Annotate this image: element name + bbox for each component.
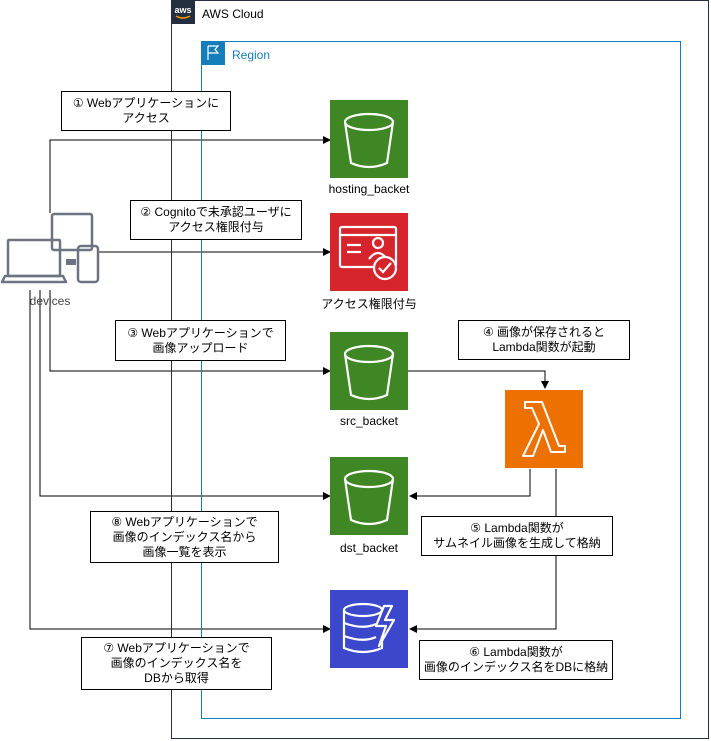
note-step-1: ① Webアプリケーションに アクセス	[61, 91, 231, 131]
note-step-8-line-2: 画像のインデックス名から	[112, 529, 257, 544]
hosting-bucket-label: hosting_backet	[328, 182, 410, 196]
dst-bucket-label: dst_backet	[339, 541, 399, 555]
lambda-icon	[505, 390, 583, 468]
note-step-4: ④ 画像が保存されると Lambda関数が起動	[458, 320, 630, 360]
edge-devices-dynamodb	[29, 290, 331, 633]
note-step-2-line-2: アクセス権限付与	[168, 220, 264, 234]
note-step-7-line-2: 画像のインデックス名を	[110, 656, 243, 670]
note-step-4-line-2: Lambda関数が起動	[492, 340, 596, 354]
aws-badge-text: aws	[174, 5, 191, 15]
edge-devices-src	[49, 290, 331, 375]
note-step-8-line-3: 画像一覧を表示	[142, 544, 227, 559]
edge-devices-hosting	[49, 136, 331, 213]
dynamodb-icon	[330, 590, 408, 668]
cognito-label: アクセス権限付与	[321, 297, 417, 311]
note-step-5-line-2: サムネイル画像を生成して格納	[433, 536, 601, 550]
devices-label: devices	[29, 294, 71, 308]
note-step-7: ⑦ Webアプリケーションで 画像のインデックス名を DBから取得	[81, 637, 272, 690]
note-step-1-line-1: ① Webアプリケーションに	[72, 96, 220, 110]
dst-bucket-icon	[330, 457, 408, 535]
note-step-8: ⑧ Webアプリケーションで 画像のインデックス名から 画像一覧を表示	[90, 511, 279, 563]
note-step-6-line-2: 画像のインデックス名をDBに格納	[423, 660, 609, 674]
region-flag-icon	[201, 41, 225, 65]
note-step-3-line-1: ③ Webアプリケーションで	[127, 325, 274, 340]
note-step-7-line-3: DBから取得	[144, 671, 209, 685]
note-step-5-line-1: ⑤ Lambda関数が	[470, 521, 564, 535]
note-step-5: ⑤ Lambda関数が サムネイル画像を生成して格納	[421, 516, 613, 556]
note-step-8-line-1: ⑧ Webアプリケーションで	[111, 514, 258, 529]
src-bucket-label: src_backet	[339, 414, 399, 428]
note-step-3-line-2: 画像アップロード	[152, 340, 249, 355]
edge-lambda-dst	[409, 469, 531, 500]
devices-icon	[0, 212, 102, 292]
src-bucket-icon	[330, 332, 408, 410]
note-step-6-line-1: ⑥ Lambda関数が	[469, 645, 563, 659]
edge-devices-dst	[39, 290, 331, 500]
aws-logo-icon: aws	[171, 0, 195, 24]
region-title: Region	[232, 48, 271, 62]
region-group	[201, 41, 681, 719]
cognito-icon	[330, 213, 408, 291]
note-step-4-line-1: ④ 画像が保存されると	[482, 325, 606, 339]
note-step-7-line-1: ⑦ Webアプリケーションで	[103, 641, 250, 655]
note-step-6: ⑥ Lambda関数が 画像のインデックス名をDBに格納	[419, 640, 613, 680]
note-step-1-line-2: アクセス	[122, 111, 170, 125]
note-step-2-line-1: ② Cognitoで未承認ユーザに	[140, 205, 292, 219]
note-step-3: ③ Webアプリケーションで 画像アップロード	[115, 320, 286, 361]
aws-cloud-title: AWS Cloud	[202, 7, 264, 21]
note-step-2: ② Cognitoで未承認ユーザに アクセス権限付与	[130, 200, 302, 240]
edge-src-lambda	[408, 370, 549, 389]
hosting-bucket-icon	[330, 100, 408, 178]
aws-cloud-group	[171, 0, 709, 739]
